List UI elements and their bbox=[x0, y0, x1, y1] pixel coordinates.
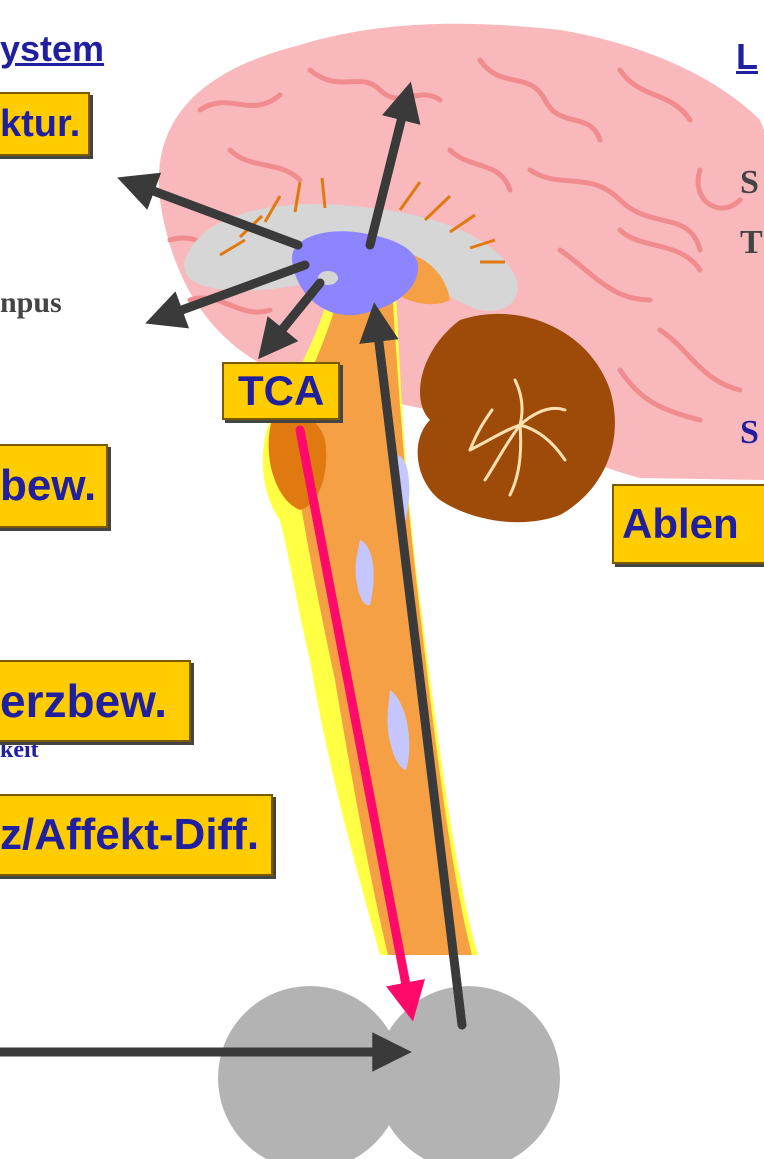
label-tca: TCA bbox=[222, 362, 340, 420]
heading-left: ystem bbox=[0, 28, 104, 70]
ganglion-left bbox=[218, 986, 402, 1159]
label-ktur: ktur. bbox=[0, 92, 90, 156]
ganglion-right bbox=[376, 986, 560, 1159]
text-t1: T bbox=[740, 224, 763, 262]
text-s2: S bbox=[740, 414, 759, 452]
label-erzbew: erzbew. bbox=[0, 660, 191, 742]
label-bew: bew. bbox=[0, 444, 108, 528]
heading-right: L bbox=[736, 36, 758, 78]
label-affekt: z/Affekt-Diff. bbox=[0, 794, 273, 876]
text-s1: S bbox=[740, 164, 759, 202]
text-npus: npus bbox=[0, 286, 62, 320]
label-ablen: Ablen bbox=[612, 484, 764, 564]
